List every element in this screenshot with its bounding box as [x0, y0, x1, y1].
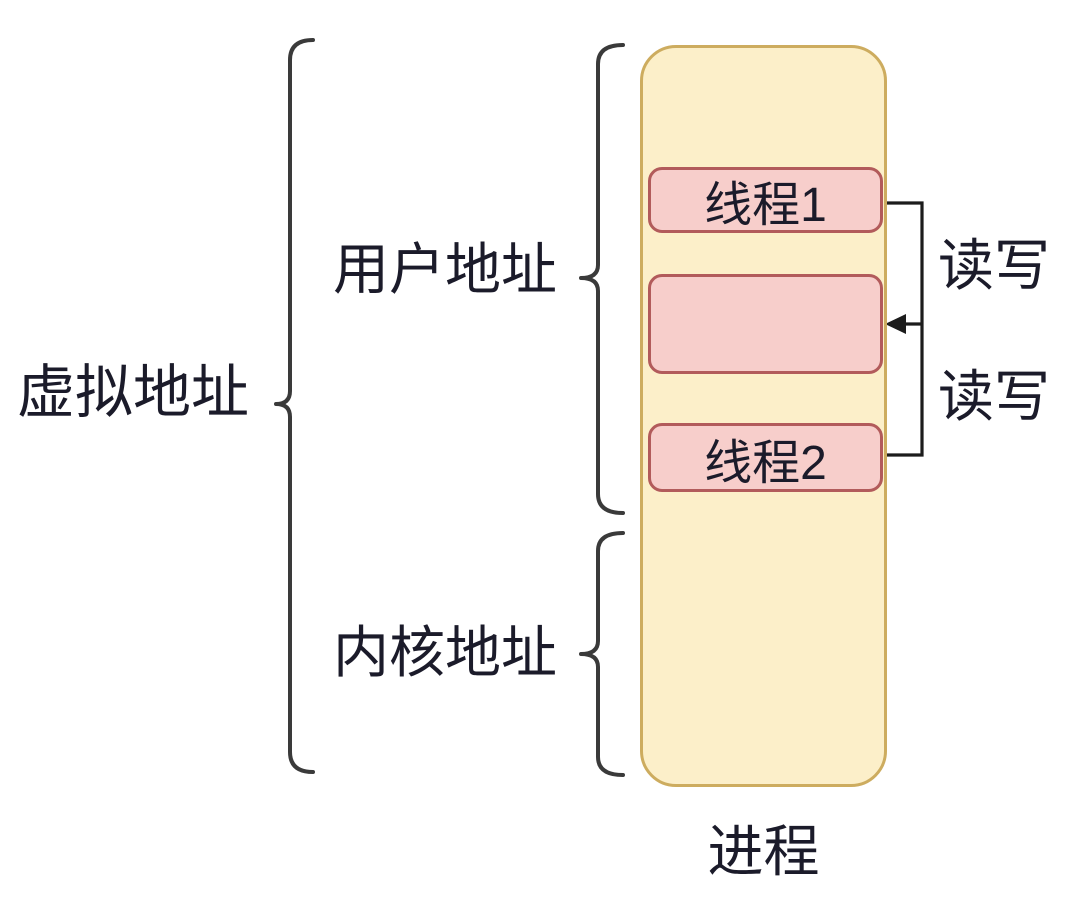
user-address-brace: [579, 43, 625, 515]
kernel-address-brace: [579, 531, 625, 777]
virtual-address-label: 虚拟地址: [16, 360, 249, 425]
user-address-label: 用户地址: [333, 238, 557, 301]
process-label: 进程: [707, 820, 820, 883]
thread-1-label: 线程1: [704, 179, 827, 232]
read-write-label-top: 读写: [938, 234, 1050, 297]
thread-2-label: 线程2: [704, 436, 827, 490]
process-box: 线程1 线程2: [640, 45, 887, 787]
read-write-arrowhead-icon: [885, 314, 906, 334]
read-write-label-bottom: 读写: [938, 365, 1050, 428]
thread-1-block: 线程1: [648, 167, 883, 233]
shared-memory-block: [648, 274, 883, 374]
thread-2-block: 线程2: [648, 423, 883, 492]
virtual-address-brace: [274, 38, 315, 774]
kernel-address-label: 内核地址: [333, 621, 557, 684]
thread-connector-line: [884, 201, 924, 457]
